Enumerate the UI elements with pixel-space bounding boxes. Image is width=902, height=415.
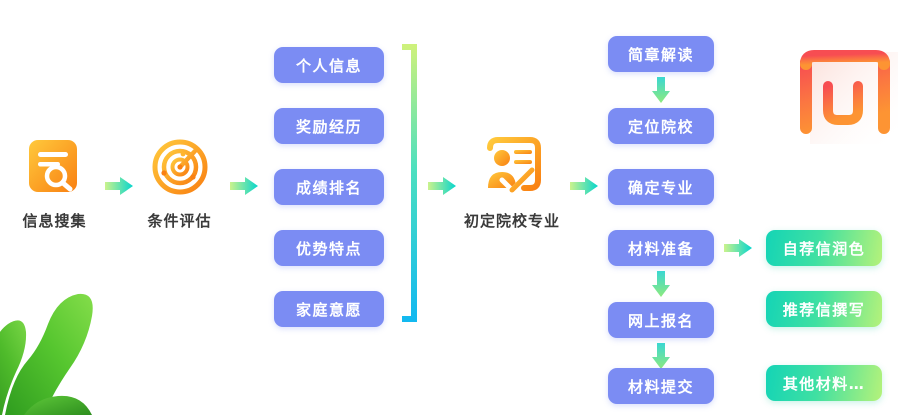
pill-label: 个人信息 <box>295 56 362 75</box>
application-step-prepare-materials[interactable]: 材料准备 <box>608 230 714 266</box>
stage-condition-evaluation[interactable]: 条件评估 <box>137 136 222 231</box>
pill-label: 材料提交 <box>627 377 694 396</box>
pill-label: 成绩排名 <box>295 178 362 197</box>
material-service-self-recommendation[interactable]: 自荐信润色 <box>766 230 882 266</box>
stage-caption: 条件评估 <box>147 212 212 230</box>
pill-label: 自荐信润色 <box>782 239 866 258</box>
document-search-icon <box>24 136 86 198</box>
criteria-item-grades[interactable]: 成绩排名 <box>274 169 384 205</box>
application-step-online-registration[interactable]: 网上报名 <box>608 302 714 338</box>
criteria-item-awards[interactable]: 奖励经历 <box>274 108 384 144</box>
application-step-choose-major[interactable]: 确定专业 <box>608 169 714 205</box>
grouping-bracket <box>400 44 418 326</box>
brand-logo-icon <box>786 22 902 148</box>
arrow-right-3 <box>428 177 456 195</box>
application-step-brochure[interactable]: 简章解读 <box>608 36 714 72</box>
arrow-down-2 <box>652 271 670 297</box>
material-service-other-materials[interactable]: 其他材料… <box>766 365 882 401</box>
application-step-locate-school[interactable]: 定位院校 <box>608 108 714 144</box>
arrow-right-1 <box>105 177 133 195</box>
pill-label: 推荐信撰写 <box>782 300 866 319</box>
pill-label: 优势特点 <box>295 239 362 258</box>
arrow-right-4 <box>570 177 598 195</box>
pill-label: 家庭意愿 <box>295 300 362 319</box>
stage-preliminary-school-major[interactable]: 初定院校专业 <box>452 136 572 231</box>
criteria-item-strengths[interactable]: 优势特点 <box>274 230 384 266</box>
stage-info-gathering[interactable]: 信息搜集 <box>12 136 97 231</box>
arrow-right-2 <box>230 177 258 195</box>
application-step-submit-materials[interactable]: 材料提交 <box>608 368 714 404</box>
pill-label: 奖励经历 <box>295 117 362 136</box>
pill-label: 材料准备 <box>627 239 694 258</box>
criteria-item-personal-info[interactable]: 个人信息 <box>274 47 384 83</box>
pill-label: 简章解读 <box>627 45 694 64</box>
leaf-decoration <box>0 290 200 415</box>
pill-label: 确定专业 <box>627 178 694 197</box>
pill-label: 网上报名 <box>627 311 694 330</box>
profile-card-icon <box>480 136 544 198</box>
arrow-down-1 <box>652 77 670 103</box>
arrow-right-5 <box>724 239 752 257</box>
criteria-item-family-wishes[interactable]: 家庭意愿 <box>274 291 384 327</box>
stage-caption: 初定院校专业 <box>463 212 560 230</box>
stage-caption: 信息搜集 <box>22 212 87 230</box>
pill-label: 定位院校 <box>627 117 694 136</box>
pill-label: 其他材料… <box>782 374 866 393</box>
arrow-down-3 <box>652 343 670 369</box>
material-service-recommendation-letter[interactable]: 推荐信撰写 <box>766 291 882 327</box>
radar-target-icon <box>149 136 211 198</box>
